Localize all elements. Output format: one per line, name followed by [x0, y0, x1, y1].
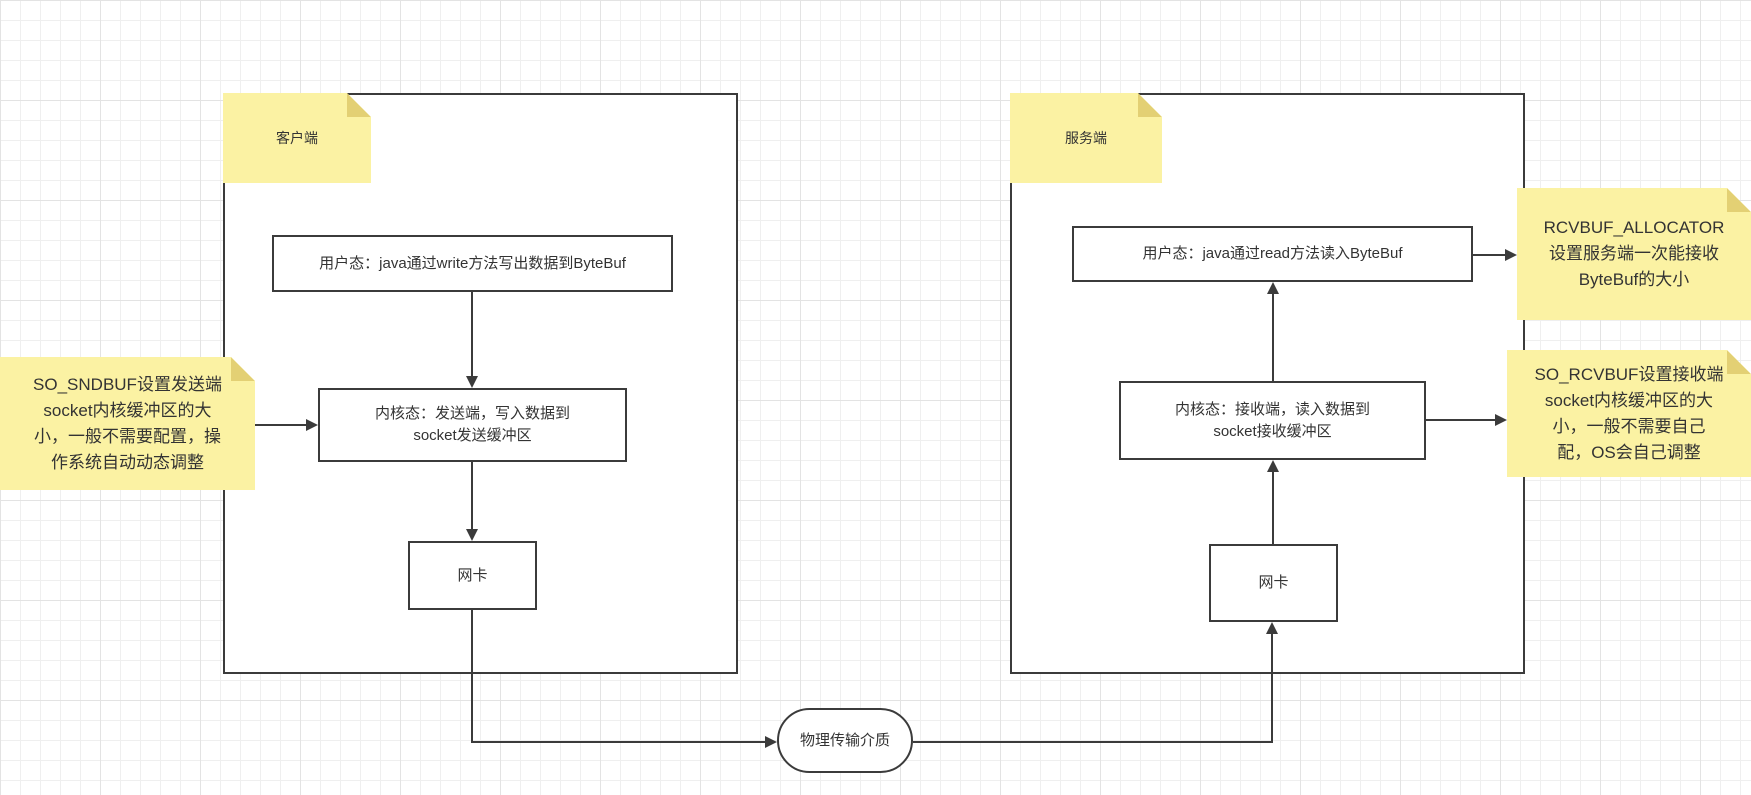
- client-note[interactable]: 客户端: [223, 93, 371, 183]
- server-user-state-box[interactable]: 用户态：java通过read方法读入ByteBuf: [1072, 226, 1473, 282]
- connector-server-kernel-to-user[interactable]: [1267, 282, 1279, 381]
- server-kernel-state-label: 内核态：接收端，读入数据到 socket接收缓冲区: [1174, 400, 1370, 440]
- client-user-state-box[interactable]: 用户态：java通过write方法写出数据到ByteBuf: [272, 235, 673, 292]
- client-nic-label: 网卡: [457, 566, 488, 584]
- server-kernel-state-box[interactable]: 内核态：接收端，读入数据到 socket接收缓冲区: [1119, 381, 1426, 460]
- physical-medium-box[interactable]: 物理传输介质: [777, 708, 913, 773]
- server-note[interactable]: 服务端: [1010, 93, 1162, 183]
- connector-client-nic-to-medium[interactable]: [471, 610, 777, 748]
- connector-server-nic-to-kernel[interactable]: [1267, 460, 1279, 544]
- rcvbuf-allocator-note[interactable]: RCVBUF_ALLOCATOR 设置服务端一次能接收 ByteBuf的大小: [1517, 188, 1751, 320]
- connector-client-user-to-kernel[interactable]: [466, 292, 478, 388]
- connector-server-kernel-to-rcvbuf-note[interactable]: [1426, 414, 1507, 426]
- client-nic-box[interactable]: 网卡: [408, 541, 537, 610]
- client-kernel-state-box[interactable]: 内核态：发送端，写入数据到 socket发送缓冲区: [318, 388, 627, 462]
- connector-sndbuf-note-to-kernel[interactable]: [255, 419, 318, 431]
- physical-medium-label: 物理传输介质: [799, 731, 890, 749]
- client-user-state-label: 用户态：java通过write方法写出数据到ByteBuf: [319, 254, 626, 272]
- client-note-label: 客户端: [276, 130, 318, 146]
- client-kernel-state-label: 内核态：发送端，写入数据到 socket发送缓冲区: [374, 405, 570, 444]
- connector-server-user-to-rcvbuf-allocator-note[interactable]: [1473, 249, 1517, 261]
- server-nic-box[interactable]: 网卡: [1209, 544, 1338, 622]
- so-rcvbuf-note[interactable]: SO_RCVBUF设置接收端 socket内核缓冲区的大 小，一般不需要自己 配…: [1507, 350, 1751, 477]
- so-rcvbuf-note-text: SO_RCVBUF设置接收端 socket内核缓冲区的大 小，一般不需要自己 配…: [1534, 364, 1724, 462]
- server-note-label: 服务端: [1065, 130, 1107, 146]
- server-nic-label: 网卡: [1258, 574, 1289, 591]
- so-sndbuf-note-text: SO_SNDBUF设置发送端 socket内核缓冲区的大 小，一般不需要配置，操…: [33, 374, 222, 472]
- connector-medium-to-server-nic[interactable]: [913, 622, 1278, 743]
- connector-client-kernel-to-nic[interactable]: [466, 462, 478, 541]
- rcvbuf-allocator-note-text: RCVBUF_ALLOCATOR 设置服务端一次能接收 ByteBuf的大小: [1543, 218, 1725, 289]
- so-sndbuf-note[interactable]: SO_SNDBUF设置发送端 socket内核缓冲区的大 小，一般不需要配置，操…: [0, 357, 255, 490]
- server-user-state-label: 用户态：java通过read方法读入ByteBuf: [1142, 245, 1403, 262]
